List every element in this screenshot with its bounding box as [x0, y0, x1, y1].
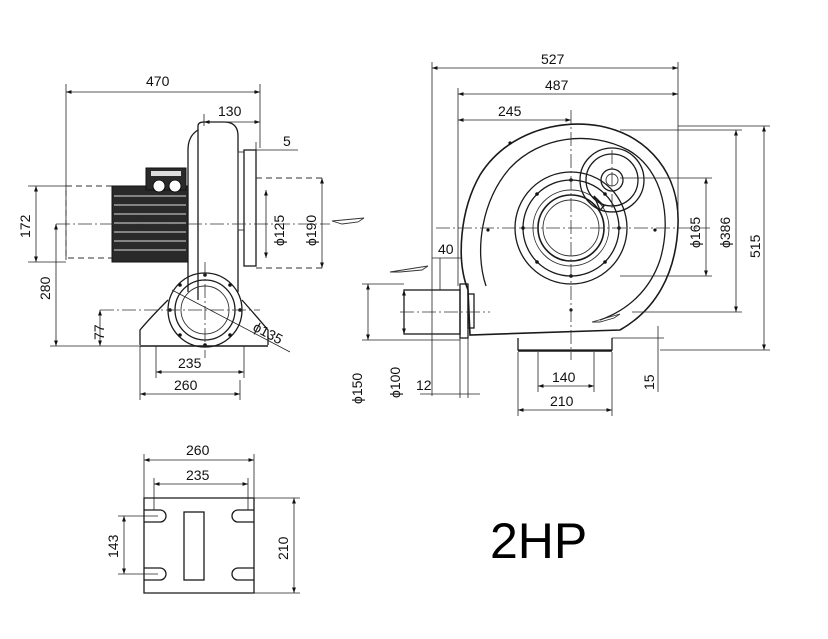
dim-outlet-flange-dia: ϕ150	[349, 373, 365, 404]
dim-base-width: 210	[550, 393, 574, 409]
dim-outlet-dia: ϕ100	[387, 367, 403, 398]
volute-outline	[460, 123, 679, 336]
front-view: 527 487 245 40 ϕ165 ϕ386 515 ϕ150 ϕ100 1…	[349, 51, 770, 416]
dim-volute-dia: ϕ386	[717, 217, 733, 248]
dim-center-offset: 245	[498, 103, 522, 119]
dim-housing-width: 130	[218, 103, 242, 119]
dim-flange-thickness: 5	[283, 133, 291, 149]
dim-base-hole-spacing: 140	[552, 369, 576, 385]
dim-inner-dia: ϕ165	[687, 217, 703, 248]
dim-flange-thickness: 12	[416, 377, 432, 393]
dim-plate-length: 260	[186, 442, 210, 458]
dim-base-outer: 260	[174, 377, 198, 393]
dim-inlet-flange-dia: ϕ125	[271, 215, 287, 246]
dim-overall-height: 515	[747, 234, 763, 258]
dim-overall-width: 527	[541, 51, 565, 67]
dim-center-height: 280	[37, 276, 53, 300]
dim-outlet-length: 40	[438, 241, 454, 257]
dim-plate-width: 210	[275, 536, 291, 560]
base-plate-view: 260 235 143 210	[105, 442, 300, 594]
dim-overall-length: 470	[146, 73, 170, 89]
power-rating-label: 2HP	[490, 513, 587, 569]
dim-plate-hole-spacing-short: 143	[105, 534, 121, 558]
dim-housing-width: 487	[545, 77, 569, 93]
side-view: 470 130 5 172 280 77 ϕ125 ϕ190 ϕ135 235 …	[17, 73, 365, 400]
dim-base-inner: 235	[178, 355, 202, 371]
dim-inlet-center-height: 77	[91, 324, 107, 340]
dim-plate-hole-spacing-long: 235	[186, 467, 210, 483]
dim-outlet-dia: ϕ190	[303, 215, 319, 246]
motor	[65, 167, 189, 263]
dim-motor-height: 172	[17, 214, 33, 238]
dim-base-thickness: 15	[641, 374, 657, 390]
